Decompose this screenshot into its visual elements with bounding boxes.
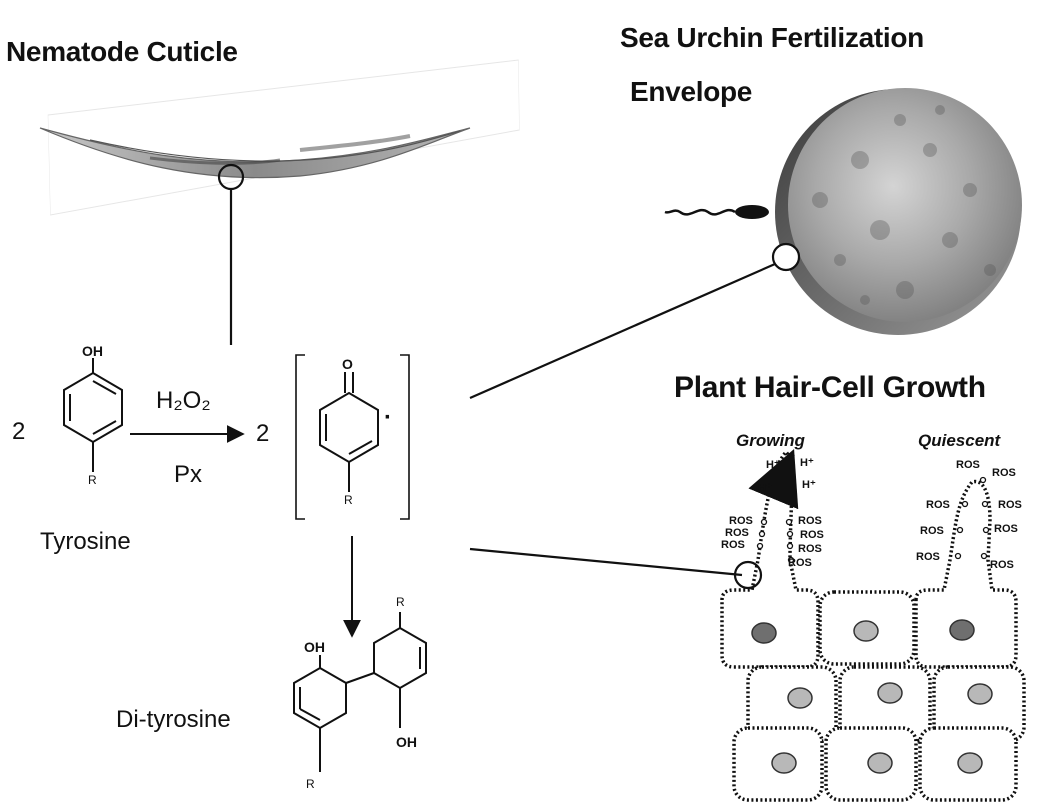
ros-g2: ROS <box>725 527 749 539</box>
sperm-icon <box>664 205 769 219</box>
dityrosine-oh-bottom: OH <box>396 734 417 750</box>
dityrosine-label: Di-tyrosine <box>116 706 231 733</box>
h-plus-3: H⁺ <box>758 482 772 494</box>
growth-arrow <box>748 449 799 510</box>
ros-g6: ROS <box>798 543 822 555</box>
coefficient-left: 2 <box>12 418 26 445</box>
urchin-title-line2: Envelope <box>630 76 753 107</box>
tyrosine-structure <box>63 358 123 472</box>
tyrosine-label: Tyrosine <box>40 528 131 555</box>
ros-g5: ROS <box>800 529 824 541</box>
ros-q7: ROS <box>916 551 940 563</box>
urchin-connector <box>469 262 776 400</box>
tyrosine-r: R <box>88 473 97 487</box>
radical-brackets <box>295 354 410 520</box>
plant-zoom-circle <box>733 560 763 590</box>
radical-o: O <box>342 356 353 372</box>
urchin-sphere <box>775 88 1022 335</box>
growing-label: Growing <box>736 431 805 450</box>
ros-q2: ROS <box>992 467 1016 479</box>
dityrosine-r-top: R <box>396 595 405 609</box>
reagent-px: Px <box>174 461 203 488</box>
nematode-title: Nematode Cuticle <box>6 36 238 67</box>
ros-g4: ROS <box>798 515 822 527</box>
reagent-h2o2: H₂O₂ <box>156 387 211 414</box>
ros-g1: ROS <box>729 515 753 527</box>
tyrosine-oh: OH <box>82 343 103 359</box>
dityrosine-oh-top: OH <box>304 639 325 655</box>
h-plus-4: H⁺ <box>802 479 816 491</box>
plant-connector <box>469 547 743 577</box>
ros-g7: ROS <box>788 557 812 569</box>
dityrosine-r-bottom: R <box>306 777 315 791</box>
h-plus-1: H⁺ <box>766 459 780 471</box>
quiescent-label: Quiescent <box>918 431 1001 450</box>
radical-dot: · <box>384 404 392 431</box>
ros-q1: ROS <box>956 459 980 471</box>
ros-q4: ROS <box>998 499 1022 511</box>
plant-title: Plant Hair-Cell Growth <box>674 371 986 404</box>
ros-g3: ROS <box>721 539 745 551</box>
ros-q8: ROS <box>990 559 1014 571</box>
ros-markers <box>756 476 990 564</box>
cell-nuclei <box>751 619 993 774</box>
ros-q5: ROS <box>920 525 944 537</box>
dityrosine-structure <box>293 612 427 772</box>
radical-r: R <box>344 493 353 507</box>
nematode-image <box>39 59 520 216</box>
urchin-zoom-circle <box>771 242 801 272</box>
urchin-title-line1: Sea Urchin Fertilization <box>620 22 924 53</box>
ros-q6: ROS <box>994 523 1018 535</box>
coefficient-right: 2 <box>256 420 270 447</box>
ros-q3: ROS <box>926 499 950 511</box>
radical-structure <box>319 372 379 492</box>
h-plus-2: H⁺ <box>800 457 814 469</box>
